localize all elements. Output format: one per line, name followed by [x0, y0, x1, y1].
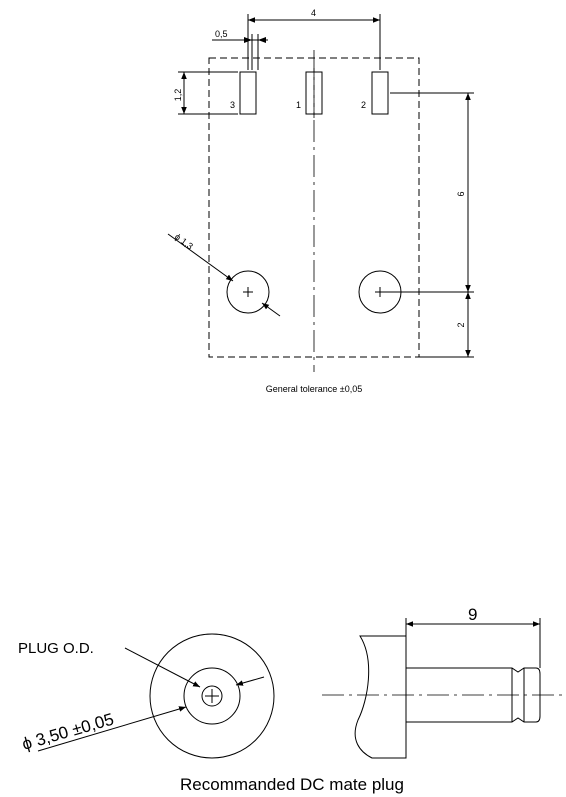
plug-inner-circle — [201, 685, 223, 707]
plug-end-view: PLUG O.D. ϕ 3,50 ±0,05 — [18, 633, 275, 759]
pin-label-3: 3 — [230, 100, 235, 110]
plug-od-leader — [124, 647, 201, 688]
plug-side-view: 9 — [322, 605, 562, 759]
mount-hole-left — [226, 270, 270, 314]
pin-3 — [239, 71, 257, 115]
plug-diameter-label: ϕ 3,50 ±0,05 — [20, 710, 116, 754]
dim-diameter-label: ϕ 1,3 — [173, 232, 195, 252]
plug-diameter-leader — [37, 706, 187, 752]
plug-od-label: PLUG O.D. — [18, 640, 94, 657]
dim-diameter-leader — [167, 233, 234, 282]
dim-2-label: 2 — [456, 322, 466, 327]
plug-diameter-leader-2 — [235, 676, 265, 686]
dim-width-arrow-right — [258, 37, 266, 43]
pin-label-2: 2 — [361, 100, 366, 110]
plug-caption: Recommanded DC mate plug — [180, 775, 404, 794]
plug-handle — [354, 635, 407, 759]
dim-6-label: 6 — [456, 191, 466, 196]
pin-label-1: 1 — [296, 100, 301, 110]
dim-width-arrow-left — [244, 37, 252, 43]
pin-2 — [371, 71, 389, 115]
dim-height-label: 1,2 — [173, 89, 183, 102]
plug-outer-circle — [149, 633, 275, 759]
tolerance-note: General tolerance ±0,05 — [266, 384, 363, 394]
footprint-view: 3 1 2 4 0,5 1,2 ϕ 1,3 — [167, 8, 474, 394]
plug-mid-circle — [183, 667, 241, 725]
dim-width-label: 0,5 — [215, 29, 228, 39]
dim-9-label: 9 — [468, 605, 477, 624]
dim-pitch-label: 4 — [311, 8, 316, 18]
dim-diameter-leader-2 — [261, 302, 281, 317]
